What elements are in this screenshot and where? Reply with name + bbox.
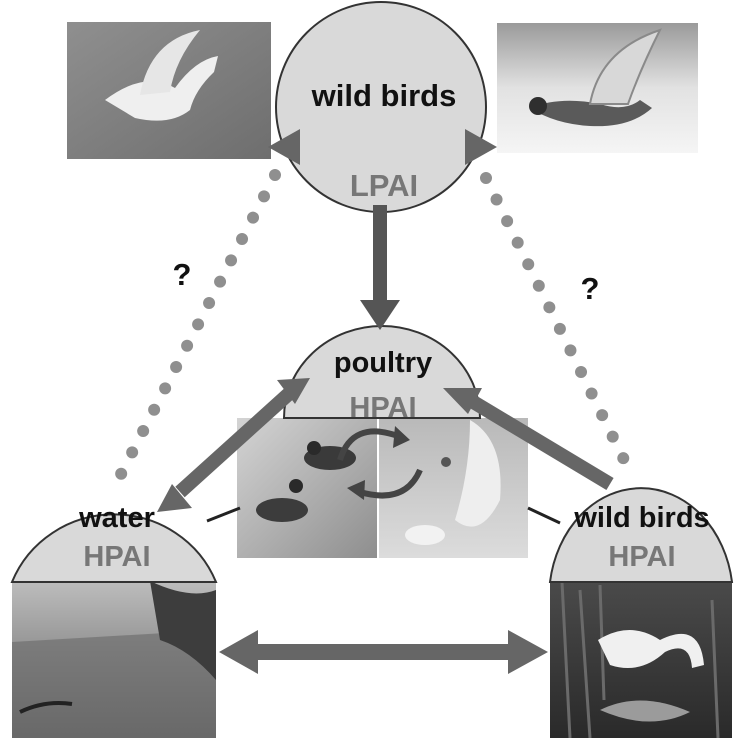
center-node-title: poultry <box>334 347 432 379</box>
heron-photo <box>550 582 732 738</box>
right-question-mark: ? <box>581 271 600 306</box>
lake-photo <box>12 581 216 738</box>
right-node-subtitle: HPAI <box>608 541 675 573</box>
arrow-water-wildbirds <box>219 630 548 674</box>
left-node-title: water <box>78 502 155 534</box>
right-node-title: wild birds <box>573 502 709 534</box>
flying-egret-photo <box>67 22 271 159</box>
center-node-subtitle: HPAI <box>349 392 416 424</box>
connector-left <box>207 508 240 521</box>
flying-duck-photo <box>497 23 698 153</box>
left-node-subtitle: HPAI <box>83 541 150 573</box>
top-node-subtitle: LPAI <box>350 168 418 203</box>
connector-right <box>528 508 560 523</box>
arrow-top-to-poultry <box>360 205 400 330</box>
top-node-title: wild birds <box>311 78 457 113</box>
left-question-mark: ? <box>173 257 192 292</box>
